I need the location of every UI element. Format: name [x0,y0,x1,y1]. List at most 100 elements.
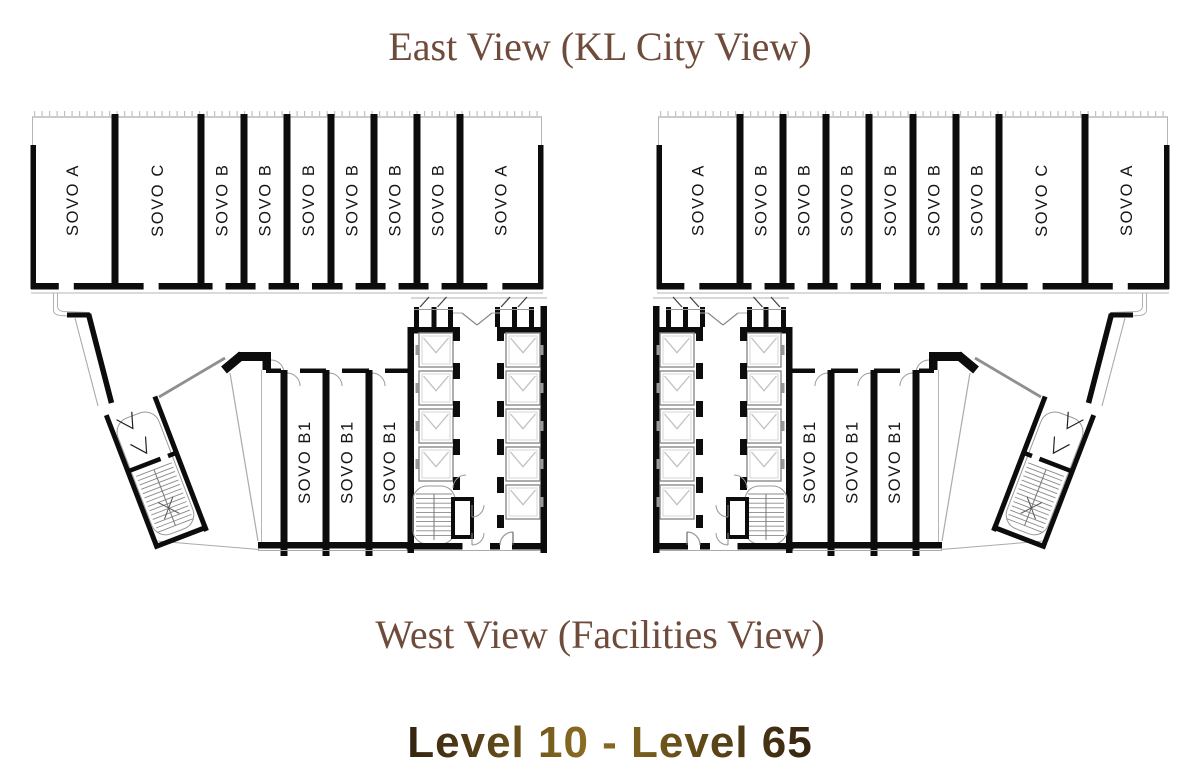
plan-geometry [415,383,419,393]
plan-geometry [413,114,421,283]
plan-geometry [753,296,763,308]
plan-geometry [974,356,1042,399]
plan-geometry [683,307,688,327]
plan-geometry [1066,411,1084,430]
plan-geometry [461,312,478,326]
plan-geometry [936,352,962,361]
plan-geometry [751,337,777,354]
plan-geometry [508,487,538,517]
plan-geometry [497,327,547,334]
top-unit-label: SOVO A [1118,164,1136,236]
plan-geometry [136,462,172,477]
plan-geometry [770,296,781,308]
top-unit-label: SOVO B [926,164,944,237]
plan-geometry [490,543,500,550]
plan-geometry [385,282,399,291]
plan-geometry [662,335,692,365]
plan-geometry [1085,313,1115,404]
plan-geometry [540,383,544,393]
plan-geometry [116,411,134,430]
top-unit-label: SOVO B [257,164,275,237]
plan-geometry [437,296,447,308]
plan-geometry [103,414,160,549]
plan-geometry [656,459,660,469]
plan-geometry [512,543,547,550]
plan-geometry [322,370,330,556]
plan-geometry [508,373,538,403]
plan-geometry [1101,317,1126,407]
plan-geometry [414,307,419,327]
plan-geometry [1112,282,1128,291]
plan-geometry [158,356,226,399]
plan-geometry [415,345,419,355]
plan-geometry [700,543,710,550]
plan-geometry [370,114,378,283]
plan-geometry [111,114,119,283]
plan-geometry [1040,414,1097,549]
plan-geometry [258,542,411,549]
plan-geometry [1026,496,1037,520]
plan-geometry [152,395,209,532]
plan-geometry [1110,312,1133,318]
plan-geometry [715,532,729,546]
top-unit-label: SOVO B [300,164,318,237]
plan-geometry [419,296,430,308]
plan-geometry [751,413,777,430]
plan-geometry [423,413,449,430]
top-unit-label: SOVO B [430,164,448,237]
plan-geometry [955,351,979,374]
plan-geometry [827,370,835,556]
lower-wing [53,293,547,556]
plan-geometry [696,515,703,528]
plan-geometry [794,282,808,291]
plan-geometry [1111,293,1147,318]
plan-geometry [327,114,335,283]
right-floorplan [653,293,1147,556]
plan-geometry [874,368,900,373]
plan-geometry [74,317,99,407]
plan-geometry [240,114,248,283]
plan-geometry [822,114,830,283]
plan-geometry [672,296,683,308]
plan-geometry [1027,282,1043,291]
plan-geometry [431,307,437,327]
plan-geometry [763,307,769,327]
plan-geometry [57,293,90,313]
plan-geometry [696,477,703,493]
plan-geometry [657,283,1169,290]
plan-geometry [53,293,89,318]
plan-geometry [540,345,544,355]
plan-geometry [662,449,692,479]
plan-geometry [991,395,1048,532]
plan-geometry [456,114,464,283]
plan-geometry [684,282,700,291]
plan-geometry [749,335,779,365]
plan-geometry [229,372,259,542]
plan-geometry [662,373,692,403]
plan-geometry [153,524,209,550]
plan-geometry [451,497,474,539]
plan-geometry [707,312,724,326]
plan-geometry [791,368,815,373]
plan-geometry [221,351,245,374]
plan-geometry [262,352,271,370]
top-unit-label: SOVO C [149,163,167,237]
unit-labels: SOVO A SOVO C SOVO B SOVO B SOVO B SOVO B SOVO… [64,163,1136,504]
plan-geometry [512,307,517,327]
plan-geometry [428,282,442,291]
plan-geometry [779,114,787,283]
plan-geometry [666,307,671,327]
plan-geometry [421,335,451,365]
plan-geometry [740,327,747,341]
plan-geometry [342,282,356,291]
top-unit-label: SOVO B [839,164,857,237]
plan-geometry [499,531,514,546]
stairwell [103,395,209,550]
top-unit-label: SOVO A [690,164,708,236]
plan-geometry [453,363,460,379]
plan-geometry [487,282,503,291]
plan-geometry [696,327,703,341]
b1-unit-label: SOVO B1 [381,420,399,504]
plan-geometry [664,337,690,354]
